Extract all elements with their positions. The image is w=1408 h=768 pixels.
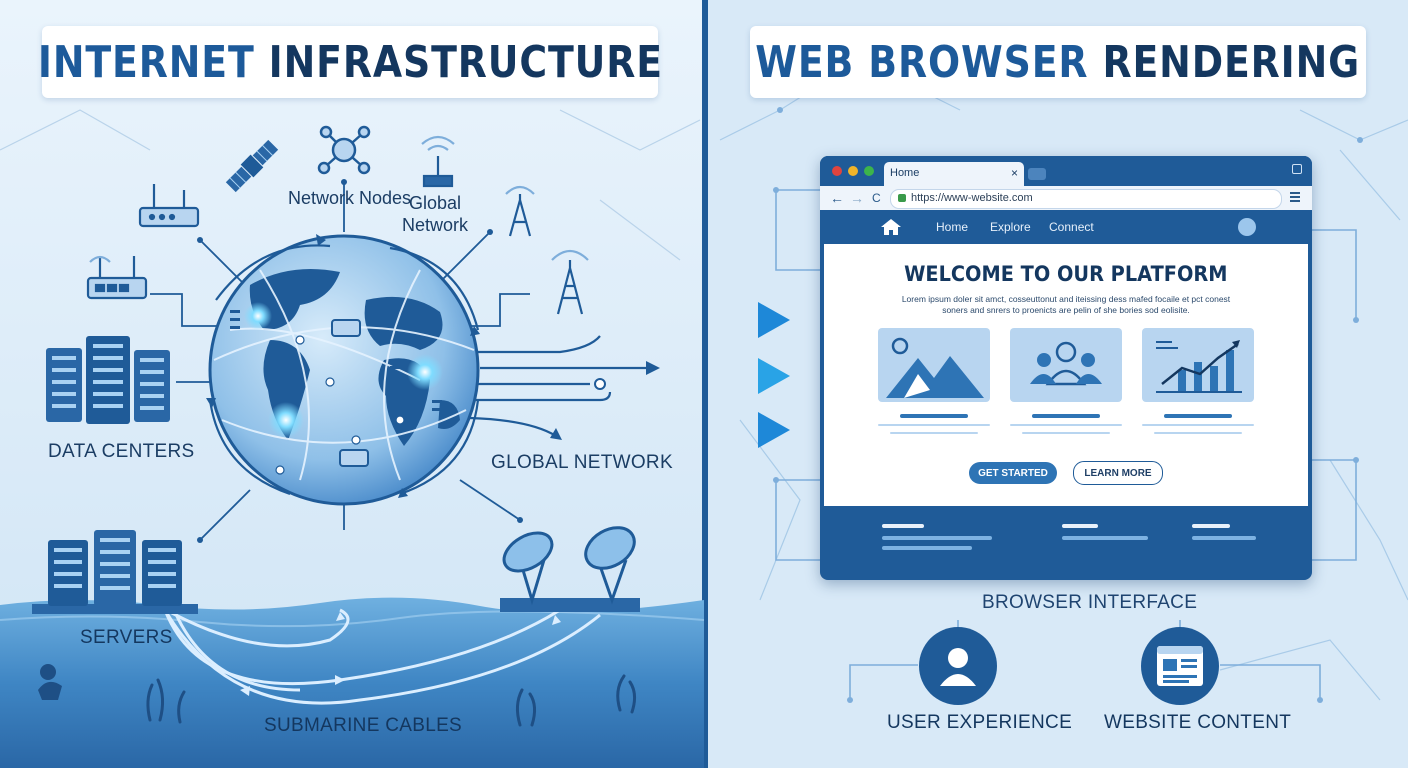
nav-link-home[interactable]: Home: [936, 220, 969, 234]
globe-arrows: [469, 335, 650, 437]
browser-toolbar: ← → C https://www-website.com: [820, 186, 1312, 210]
browser-tab[interactable]: Home ×: [884, 162, 1024, 186]
website-content-icon: [1141, 627, 1219, 705]
arrow-icon: [596, 302, 790, 448]
page-headline: WELCOME TO OUR PLATFORM: [904, 262, 1228, 286]
diver-silhouette: [38, 664, 62, 700]
footer-heading-bar: [1192, 524, 1230, 528]
seaweed: [146, 674, 637, 727]
back-icon[interactable]: ←: [830, 190, 844, 206]
nav-link-connect[interactable]: Connect: [1049, 220, 1094, 234]
feature-card-image[interactable]: [878, 328, 990, 402]
lock-icon: [898, 194, 906, 202]
card-text-line: [1142, 424, 1254, 426]
card-text-line: [878, 424, 990, 426]
footer-heading-bar: [1062, 524, 1098, 528]
user-icon: [940, 648, 976, 686]
page-content: WELCOME TO OUR PLATFORM Lorem ipsum dole…: [824, 244, 1308, 506]
webpage-icon: [1157, 646, 1203, 686]
submarine-cables: [163, 608, 601, 705]
servers-label: SERVERS: [80, 627, 173, 648]
address-bar[interactable]: https://www-website.com: [890, 189, 1282, 209]
right-title: WEB BROWSER RENDERING: [755, 36, 1361, 88]
site-navbar: Home Explore Connect: [820, 210, 1312, 244]
tab-close-icon[interactable]: ×: [1010, 166, 1018, 180]
cell-tower-icon: [421, 135, 589, 315]
footer-heading-bar: [882, 524, 924, 528]
global-network-label: GLOBAL NETWORK: [491, 452, 673, 473]
user-experience-label: USER EXPERIENCE: [887, 712, 1073, 733]
footer-text-bar: [882, 546, 972, 550]
feature-card-chart[interactable]: [1142, 328, 1254, 402]
global-network-small-label: Global Network: [402, 193, 469, 235]
card-caption-bar: [900, 414, 968, 418]
card-text-line: [1154, 432, 1242, 434]
data-centers-label: DATA CENTERS: [48, 441, 195, 462]
network-points: [275, 335, 405, 475]
minimize-dot[interactable]: [848, 166, 858, 176]
sea: [0, 597, 704, 768]
left-title-box: INTERNET INFRASTRUCTURE: [37, 26, 662, 98]
footer-text-bar: [1192, 536, 1256, 540]
resize-icon[interactable]: [1292, 164, 1302, 174]
left-network-lines: [0, 109, 701, 261]
menu-icon[interactable]: [1290, 192, 1300, 194]
user-experience-icon: [919, 627, 997, 705]
forward-icon[interactable]: →: [850, 190, 864, 206]
page-intro-text: Lorem ipsum doler sit amct, cosseuttonut…: [901, 294, 1231, 315]
card-text-line: [890, 432, 978, 434]
get-started-button[interactable]: GET STARTED: [969, 462, 1057, 484]
card-caption-bar: [1164, 414, 1232, 418]
learn-more-button[interactable]: LEARN MORE: [1073, 461, 1163, 485]
network-nodes-label: Network Nodes: [288, 188, 412, 208]
data-center-racks: [46, 336, 170, 424]
cable-arrowheads: [240, 612, 561, 696]
browser-interface-label: BROWSER INTERFACE: [982, 592, 1198, 613]
satellite-icon: [225, 139, 279, 193]
right-network-lines: [719, 59, 1408, 701]
user-avatar-icon[interactable]: [1238, 218, 1256, 236]
people-icon: [1030, 341, 1102, 386]
feature-card-people[interactable]: [1010, 328, 1122, 402]
reload-icon[interactable]: C: [872, 191, 881, 205]
card-text-line: [1022, 432, 1110, 434]
globe-icon: [206, 234, 480, 506]
tab-title: Home: [890, 167, 920, 179]
image-icon: [886, 337, 984, 398]
browser-window: Home × ← → C https://www-website.com Hom…: [820, 156, 1312, 580]
new-tab-button[interactable]: [1028, 168, 1046, 180]
url-text: https://www-website.com: [911, 192, 1033, 204]
network-node-icon: [317, 125, 371, 175]
maximize-dot[interactable]: [864, 166, 874, 176]
home-icon[interactable]: [880, 218, 902, 236]
card-text-line: [1010, 424, 1122, 426]
card-caption-bar: [1032, 414, 1100, 418]
panel-divider: [702, 0, 708, 768]
server-racks: [32, 530, 198, 614]
website-content-label: WEBSITE CONTENT: [1104, 712, 1292, 733]
close-dot[interactable]: [832, 166, 842, 176]
right-title-box: WEB BROWSER RENDERING: [750, 26, 1366, 98]
chart-icon: [1156, 340, 1242, 393]
satellite-dishes: [500, 526, 640, 612]
right-connectors: [775, 189, 1357, 700]
footer-text-bar: [882, 536, 992, 540]
browser-titlebar: Home ×: [820, 156, 1312, 186]
left-title: INTERNET INFRASTRUCTURE: [37, 36, 663, 88]
footer-text-bar: [1062, 536, 1148, 540]
nav-link-explore[interactable]: Explore: [990, 220, 1031, 234]
router-icon: [86, 184, 200, 300]
page-footer: [824, 510, 1308, 576]
submarine-cables-label: SUBMARINE CABLES: [264, 715, 463, 736]
